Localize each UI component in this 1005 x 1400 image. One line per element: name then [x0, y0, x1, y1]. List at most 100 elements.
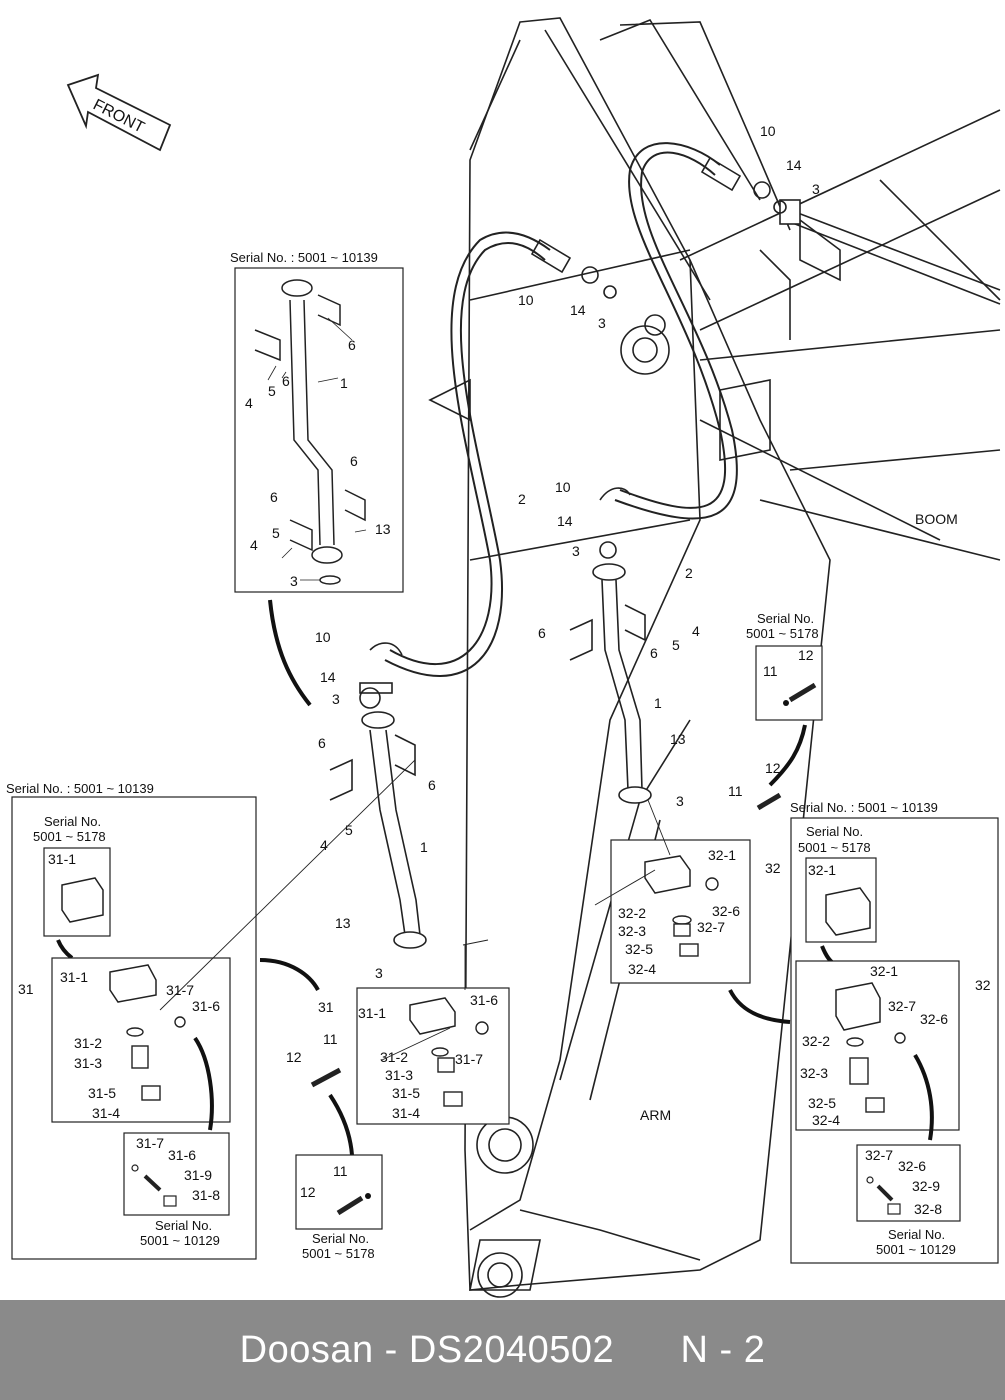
footer-page: N - 2	[680, 1328, 766, 1371]
part-5-c: 5	[345, 822, 353, 838]
part-10-d: 10	[555, 479, 571, 495]
assembly-31-center: 31 31-1 31-6 31-2 31-7 31-3 31-5 31-4	[318, 987, 510, 1125]
part-2-b: 2	[685, 565, 693, 581]
part-31-1-a: 31-1	[358, 1005, 386, 1021]
part-32-9: 32-9	[912, 1178, 940, 1194]
part-3-d: 3	[812, 181, 820, 197]
leader-curve-bolt-lower	[328, 1093, 354, 1156]
part-10-a: 10	[760, 123, 776, 139]
part-31-5-a: 31-5	[392, 1085, 420, 1101]
inset-bolt-upper: Serial No. 5001 ~ 5178 11 12	[746, 611, 823, 721]
footer-text: Doosan - DS2040502 N - 2	[239, 1328, 766, 1371]
part-10-c: 10	[518, 292, 534, 308]
serial-head-right-b: Serial No.	[888, 1227, 945, 1242]
part-31-a: 31	[318, 999, 334, 1015]
part-31-b: 31	[18, 981, 34, 997]
part-3-c: 3	[375, 965, 383, 981]
part-14-b: 14	[320, 669, 336, 685]
part-6-a: 6	[348, 337, 356, 353]
serial-label-right: Serial No. : 5001 ~ 10139	[790, 800, 938, 815]
part-6-d: 6	[270, 489, 278, 505]
bolt-12-b	[756, 792, 782, 811]
part-32-7-b: 32-7	[888, 998, 916, 1014]
part-32-2-b: 32-2	[802, 1033, 830, 1049]
part-32-6-b: 32-6	[920, 1011, 948, 1027]
part-32-4-b: 32-4	[812, 1112, 840, 1128]
pipe-1-left	[329, 642, 427, 949]
part-32-1-a: 32-1	[708, 847, 736, 863]
part-32-3-a: 32-3	[618, 923, 646, 939]
footer-part-number: DS2040502	[408, 1328, 615, 1371]
arm-label: ARM	[640, 1107, 671, 1123]
part-6-b: 6	[282, 373, 290, 389]
serial-label-left: Serial No. : 5001 ~ 10139	[6, 781, 154, 796]
part-31-3-b: 31-3	[74, 1055, 102, 1071]
inset-bolt-lower: 11 12 Serial No. 5001 ~ 5178	[295, 1154, 383, 1261]
serial-head-left-a: Serial No.	[44, 814, 101, 829]
part-31-6-c: 31-6	[168, 1147, 196, 1163]
footer-bar: Doosan - DS2040502 N - 2	[0, 1300, 1005, 1400]
bolt-12-c	[310, 1067, 342, 1088]
part-12-a: 12	[798, 647, 814, 663]
part-32-1-b: 32-1	[808, 862, 836, 878]
part-14-c: 14	[570, 302, 586, 318]
part-31-4-b: 31-4	[92, 1105, 120, 1121]
hydraulic-piping-diagram: FRONT BOOM ARM Serial No. : 5001 ~ 10139…	[6, 17, 1001, 1298]
part-31-9: 31-9	[184, 1167, 212, 1183]
inset-31-left: Serial No. : 5001 ~ 10139 Serial No. 500…	[6, 781, 257, 1260]
part-12-b: 12	[765, 760, 781, 776]
part-32-4-a: 32-4	[628, 961, 656, 977]
arm-structure	[428, 17, 831, 1298]
assembly-32-center: 32-1 32 32-6 32-7 32-2 32-3 32-5 32-4	[610, 839, 781, 984]
part-5-d: 5	[672, 637, 680, 653]
inset-top-left: Serial No. : 5001 ~ 10139 6 6 5 4 1 6 6 …	[230, 250, 404, 593]
part-31-5-b: 31-5	[88, 1085, 116, 1101]
part-32-3-b: 32-3	[800, 1065, 828, 1081]
part-4-d: 4	[692, 623, 700, 639]
part-6-h: 6	[650, 645, 658, 661]
serial-range-left-b: 5001 ~ 10129	[140, 1233, 220, 1248]
part-3-g: 3	[676, 793, 684, 809]
part-6-g: 6	[538, 625, 546, 641]
part-11-a: 11	[763, 663, 778, 679]
serial-head-right-a: Serial No.	[806, 824, 863, 839]
pipe-1-right	[569, 487, 652, 804]
part-1-c: 1	[654, 695, 662, 711]
inset-32-right: Serial No. : 5001 ~ 10139 Serial No. 500…	[790, 800, 999, 1264]
serial-range-bolt-upper: 5001 ~ 5178	[746, 626, 819, 641]
part-31-2-a: 31-2	[380, 1049, 408, 1065]
part-12-c: 12	[286, 1049, 302, 1065]
part-11-b: 11	[728, 783, 743, 799]
part-32-7-a: 32-7	[697, 919, 725, 935]
leader-curve-top-left	[268, 599, 312, 707]
part-32-5-a: 32-5	[625, 941, 653, 957]
boom-pipe	[779, 199, 1001, 305]
serial-head-bolt-upper: Serial No.	[757, 611, 814, 626]
part-13-b: 13	[335, 915, 351, 931]
part-32-7-c: 32-7	[865, 1147, 893, 1163]
part-31-7-c: 31-7	[136, 1135, 164, 1151]
part-6-c: 6	[350, 453, 358, 469]
part-32-1-c: 32-1	[870, 963, 898, 979]
hose-fittings	[530, 156, 787, 336]
part-3-f: 3	[572, 543, 580, 559]
leader-curve-bolt-upper	[768, 724, 807, 787]
part-32-a: 32	[765, 860, 781, 876]
front-arrow-icon: FRONT	[66, 73, 172, 152]
boom-label: BOOM	[915, 511, 958, 527]
part-31-1-c: 31-1	[60, 969, 88, 985]
leader-curve-32	[728, 989, 791, 1024]
part-32-6-a: 32-6	[712, 903, 740, 919]
part-31-3-a: 31-3	[385, 1067, 413, 1083]
serial-label-top-left: Serial No. : 5001 ~ 10139	[230, 250, 378, 265]
part-11-c: 11	[323, 1031, 338, 1047]
part-14-a: 14	[786, 157, 802, 173]
part-5-b: 5	[272, 525, 280, 541]
serial-range-bolt-lower: 5001 ~ 5178	[302, 1246, 375, 1261]
part-31-6-b: 31-6	[192, 998, 220, 1014]
part-4-c: 4	[320, 837, 328, 853]
part-11-d: 11	[333, 1163, 348, 1179]
part-31-7-a: 31-7	[455, 1051, 483, 1067]
serial-head-left-b: Serial No.	[155, 1218, 212, 1233]
